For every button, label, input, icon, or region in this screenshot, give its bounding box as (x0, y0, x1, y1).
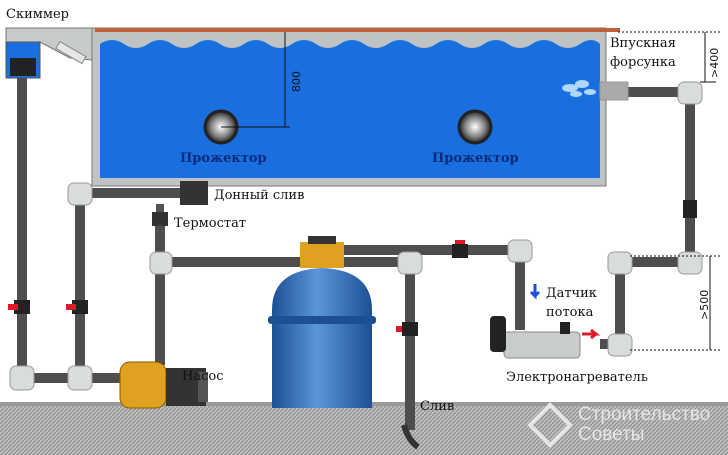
flow-sensor-label-line1: Датчик (546, 286, 597, 301)
inlet-label-line1: Впускная (610, 36, 676, 51)
flow-sensor-label-line2: потока (546, 305, 594, 320)
pool-rim (95, 28, 620, 32)
flow-sensor-icon (560, 322, 570, 334)
pipe-fittings (9, 81, 703, 391)
valve-sliv (396, 326, 406, 332)
drain-outflow (401, 424, 420, 450)
spotlight-left-label: Прожектор (180, 151, 267, 166)
thermostat-label: Термостат (174, 216, 246, 231)
bottom-drain-label: Донный слив (214, 188, 304, 203)
watermark-line1: Строительство (578, 404, 710, 425)
bottom-drain-box (180, 181, 208, 205)
skimmer-basket-icon (10, 58, 36, 76)
valve-drain (66, 304, 76, 310)
spotlight-right-label: Прожектор (432, 151, 519, 166)
sand-filter (268, 236, 376, 408)
dimension-lines (618, 31, 720, 351)
valve-heater (455, 240, 465, 246)
pump (119, 361, 208, 409)
thermostat-icon (152, 204, 168, 226)
flow-down-arrow-icon (529, 284, 541, 300)
pool (91, 27, 620, 187)
watermark-line2: Советы (578, 424, 644, 445)
valves[interactable] (8, 240, 465, 332)
valve-skimmer (8, 304, 18, 310)
electric-heater (490, 316, 581, 359)
bubbles (562, 80, 596, 97)
depth-label: 800 (290, 71, 303, 92)
flow-right-arrow-icon (582, 328, 601, 340)
heater-label: Электронагреватель (506, 370, 648, 385)
ground (0, 402, 728, 455)
inlet-height-label: >400 (708, 48, 721, 78)
watermark-logo: Строительство Советы (527, 402, 710, 448)
inlet-nozzle (599, 81, 629, 101)
pump-label: Насос (182, 369, 223, 384)
pool-water (100, 40, 600, 178)
heater-height-label: >500 (698, 290, 711, 320)
spotlight-right-icon (457, 109, 493, 145)
filter-valve (300, 242, 344, 268)
inlet-label-line2: форсунка (610, 55, 676, 70)
drain-label: Слив (420, 399, 454, 414)
pipe-unions (14, 200, 697, 314)
skimmer-label: Скиммер (6, 7, 69, 22)
skimmer (5, 27, 93, 79)
